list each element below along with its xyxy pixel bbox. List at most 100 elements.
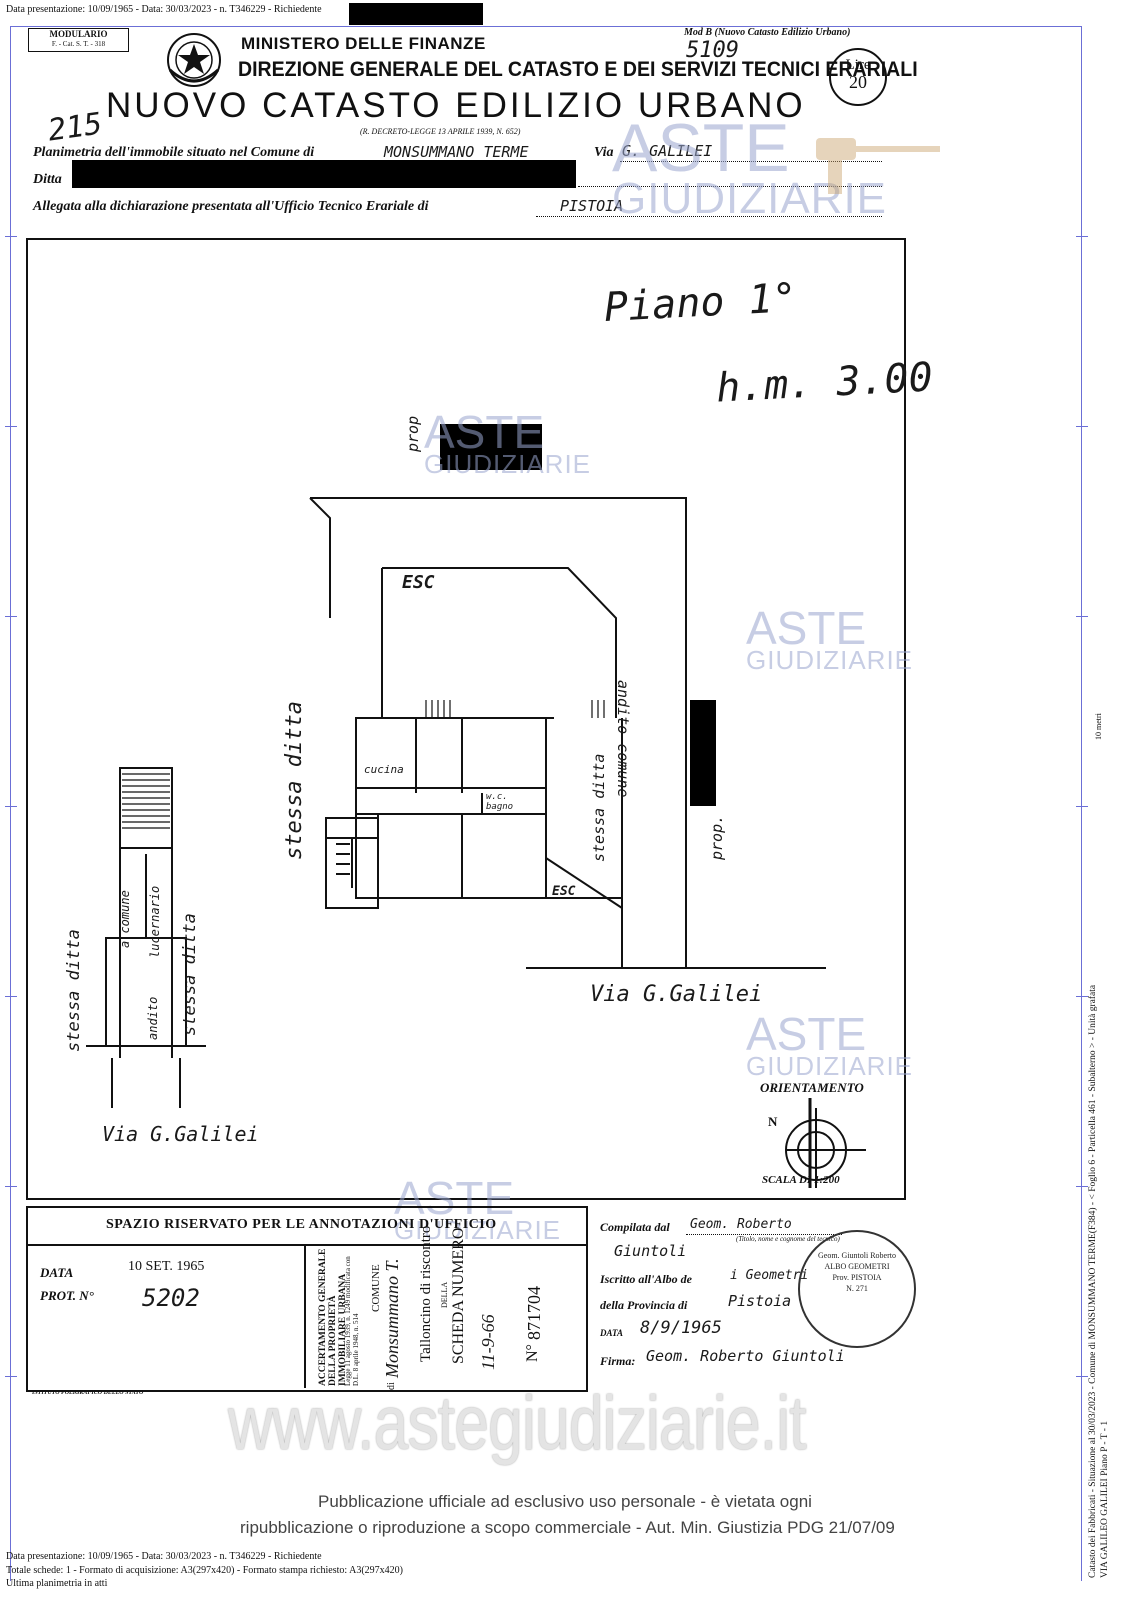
footer-line3: Ultima planimetria in atti [6,1578,108,1589]
pub-line1: Pubblicazione ufficiale ad esclusivo uso… [318,1492,812,1511]
small-stessa-ditta-1: stessa ditta [64,929,84,1052]
wm-aste: ASTE [424,406,545,458]
compilata-dotline [686,1234,842,1235]
direzione-title: DIREZIONE GENERALE DEL CATASTO E DEI SER… [238,58,918,81]
watermark-aste-plan-3: ASTE GIUDIZIARIE [746,1011,913,1080]
plan-frame [26,238,906,1200]
ministero-title: MINISTERO DELLE FINANZE [241,34,486,53]
prop-top-label: prop [404,415,422,452]
wm-giudiziarie: GIUDIZIARIE [424,449,592,480]
stamp-line3: Prov. PISTOIA [832,1273,882,1282]
ditta-label: Ditta [33,172,62,187]
ditta-dotline [578,186,882,187]
istituto-label: ISTITUTO POLIGRAFICO DELLO STATO [32,1390,144,1396]
iscritto-label: Iscritto all'Albo de [600,1272,693,1286]
small-comune-label: a comune [118,890,132,948]
surname-value: Giuntoli [614,1242,687,1260]
frame-tick [5,996,17,997]
plan-redaction-1 [440,424,542,470]
planimetria-label: Planimetria dell'immobile situato nel Co… [33,145,315,160]
sig-data-label: DATA [600,1328,624,1338]
wm-giudiziarie: GIUDIZIARIE [394,1215,562,1246]
url-watermark: www.astegiudiziarie.it [228,1381,807,1466]
watermark-aste-header: ASTE GIUDIZIARIE [612,114,887,220]
compilata-value: Geom. Roberto [690,1217,792,1232]
frame-tick [5,806,17,807]
mod-b-label: Mod B (Nuovo Catasto Edilizio Urbano) [684,27,851,38]
scala-label: SCALA DI 1:200 [762,1174,840,1186]
office-data-value: 10 SET. 1965 [128,1259,205,1274]
footer-line1: Data presentazione: 10/09/1965 - Data: 3… [6,1551,322,1562]
main-title: NUOVO CATASTO EDILIZIO URBANO [106,86,806,125]
esc-top-label: ESC [402,572,435,593]
stessa-ditta-right-label: stessa ditta [590,753,608,862]
compilata-label: Compilata dal [600,1220,670,1234]
firma-value: Geom. Roberto Giuntoli [646,1347,845,1365]
frame-tick [1076,806,1088,807]
wc-bagno-label: w.c. bagno [486,792,514,812]
frame-tick [1076,426,1088,427]
modulario-sub: F. - Cat. S. T. - 318 [51,40,106,48]
della-label: DELLA [440,1281,449,1308]
frame-tick [5,1376,17,1377]
handwritten-215: 215 [45,106,105,149]
floor-plan-drawing [86,497,866,1188]
small-via-label: Via G.Galilei [102,1122,259,1146]
small-stessa-ditta-2: stessa ditta [180,913,200,1036]
frame-tick [5,616,17,617]
wm-aste: ASTE [746,602,867,654]
wm-giudiziarie: GIUDIZIARIE [746,645,914,676]
watermark-aste-plan-1: ASTE GIUDIZIARIE [424,409,592,480]
ufficio-dotline [536,216,882,217]
frame-tick [5,1186,17,1187]
footer-line2: Totale schede: 1 - Formato di acquisizio… [6,1565,403,1576]
frame-left [10,26,11,1581]
professional-stamp: Geom. Giuntoli Roberto ALBO GEOMETRI Pro… [798,1230,916,1348]
talloncino-label: Talloncino di riscontro [418,1225,434,1362]
numero-label: N° [524,1344,541,1362]
via-value: G. GALILEI [622,142,713,160]
frame-tick [1076,1376,1088,1377]
redaction-block [349,3,483,25]
numero-value: 871704 [524,1286,544,1340]
side-metri-text: 10 metri [1094,713,1103,740]
ditta-redaction [72,160,576,188]
office-prot-value: 5202 [142,1284,200,1312]
allegata-label: Allegata alla dichiarazione presentata a… [33,199,429,214]
stessa-ditta-left-label: stessa ditta [282,701,307,860]
orientamento-label: ORIENTAMENTO [760,1080,864,1095]
lire-value: 20 [849,72,867,92]
iscritto-value: i Geometri [730,1268,809,1283]
plan-redaction-2 [690,700,716,806]
cucina-label: cucina [364,763,404,776]
office-box [26,1206,588,1392]
side-via-text: VIA GALILEO GALILEI Piano P - T - 1 [1100,1420,1110,1578]
frame-tick [1076,616,1088,617]
sig-data-value: 8/9/1965 [640,1318,722,1338]
north-label: N [768,1114,778,1129]
frame-tick [1076,1186,1088,1187]
firma-label: Firma: [600,1354,636,1368]
republic-emblem-icon [167,33,221,87]
provincia-label: della Provincia di [600,1298,688,1312]
via-bottom-label: Via G.Galilei [590,982,763,1007]
modulario-box: MODULARIO F. - Cat. S. T. - 318 [28,28,129,52]
comune-value: MONSUMMANO TERME [384,143,529,161]
frame-tick [1076,996,1088,997]
ufficio-value: PISTOIA [560,197,624,215]
office-data-label: DATA [40,1265,74,1280]
decree-text: (R. DECRETO-LEGGE 13 APRILE 1939, N. 652… [360,127,521,136]
andito-comune-label: andito comune [614,680,632,798]
spazio-title: SPAZIO RISERVATO PER LE ANNOTAZIONI D'UF… [106,1217,497,1232]
office-vdivider [304,1246,306,1388]
wm-aste: ASTE [612,110,790,186]
comune-hand-value: Monsummano T. [382,1258,402,1378]
provincia-value: Pistoia [728,1292,792,1310]
frame-tick [5,426,17,427]
scheda-numero-label: SCHEDA NUMERO [450,1227,467,1364]
stamp-line2: ALBO GEOMETRI [824,1262,890,1271]
small-lucernario-label: lucernario [148,885,162,958]
office-prot-label: PROT. N° [40,1288,94,1303]
gavel-icon [816,138,940,194]
